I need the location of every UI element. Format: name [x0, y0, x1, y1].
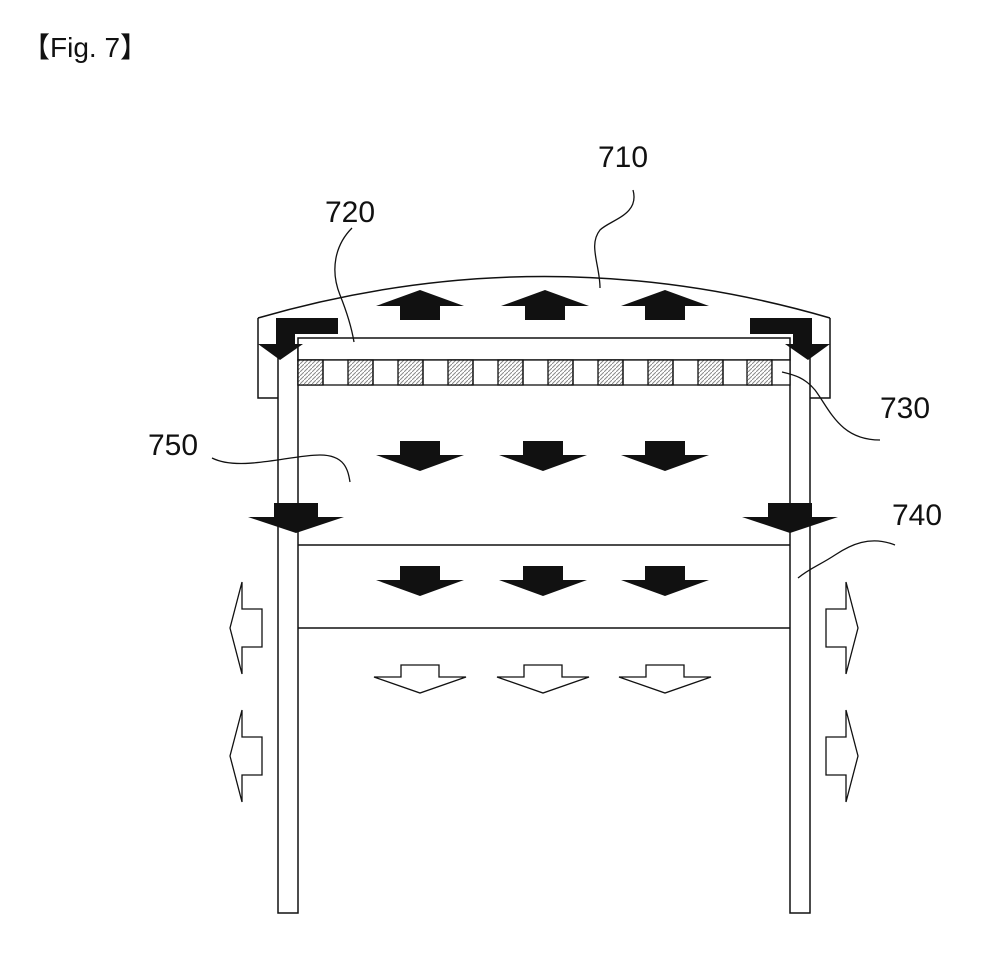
arrow-down — [499, 566, 587, 596]
cover-left-skirt — [258, 318, 278, 398]
arrow-down — [499, 441, 587, 471]
arrow-up — [501, 290, 589, 320]
filter-cell — [698, 360, 723, 385]
arrow-down — [621, 441, 709, 471]
arrow-down — [621, 566, 709, 596]
arrow-down — [376, 441, 464, 471]
filter-strip-730 — [298, 360, 790, 385]
leader-740 — [798, 541, 895, 578]
down-arrows-row-1 — [376, 441, 709, 471]
filter-cell — [598, 360, 623, 385]
label-720: 720 — [325, 196, 375, 229]
down-arrows-row-2 — [376, 566, 709, 596]
arrow-down — [376, 566, 464, 596]
filter-cell — [498, 360, 523, 385]
label-750: 750 — [148, 429, 198, 462]
arrow-up — [621, 290, 709, 320]
side-walls-740 — [278, 345, 810, 913]
filter-cell — [348, 360, 373, 385]
right-wall — [790, 345, 810, 913]
arrow-up — [376, 290, 464, 320]
arrow-down-outline — [497, 665, 589, 693]
arrow-down-wall-left — [248, 503, 344, 533]
filter-cell — [398, 360, 423, 385]
label-730: 730 — [880, 392, 930, 425]
leader-710 — [595, 190, 634, 288]
left-wall — [278, 345, 298, 913]
wall-down-arrows — [248, 503, 838, 533]
arrow-left-outline — [230, 710, 262, 802]
label-740: 740 — [892, 499, 942, 532]
filter-cell — [648, 360, 673, 385]
arrow-down-outline — [619, 665, 711, 693]
upward-arrows — [376, 290, 709, 320]
label-710: 710 — [598, 141, 648, 174]
arrow-right-outline — [826, 710, 858, 802]
arrow-down-outline — [374, 665, 466, 693]
plate-720 — [298, 338, 790, 360]
filter-cell — [548, 360, 573, 385]
down-arrows-outline — [374, 665, 711, 693]
arrow-down-wall-right — [742, 503, 838, 533]
filter-cell — [448, 360, 473, 385]
arrow-right-outline — [826, 582, 858, 674]
filter-cell — [747, 360, 772, 385]
figure-title: 【Fig. 7】 — [22, 26, 148, 66]
arrow-left-outline — [230, 582, 262, 674]
filter-cell — [298, 360, 323, 385]
